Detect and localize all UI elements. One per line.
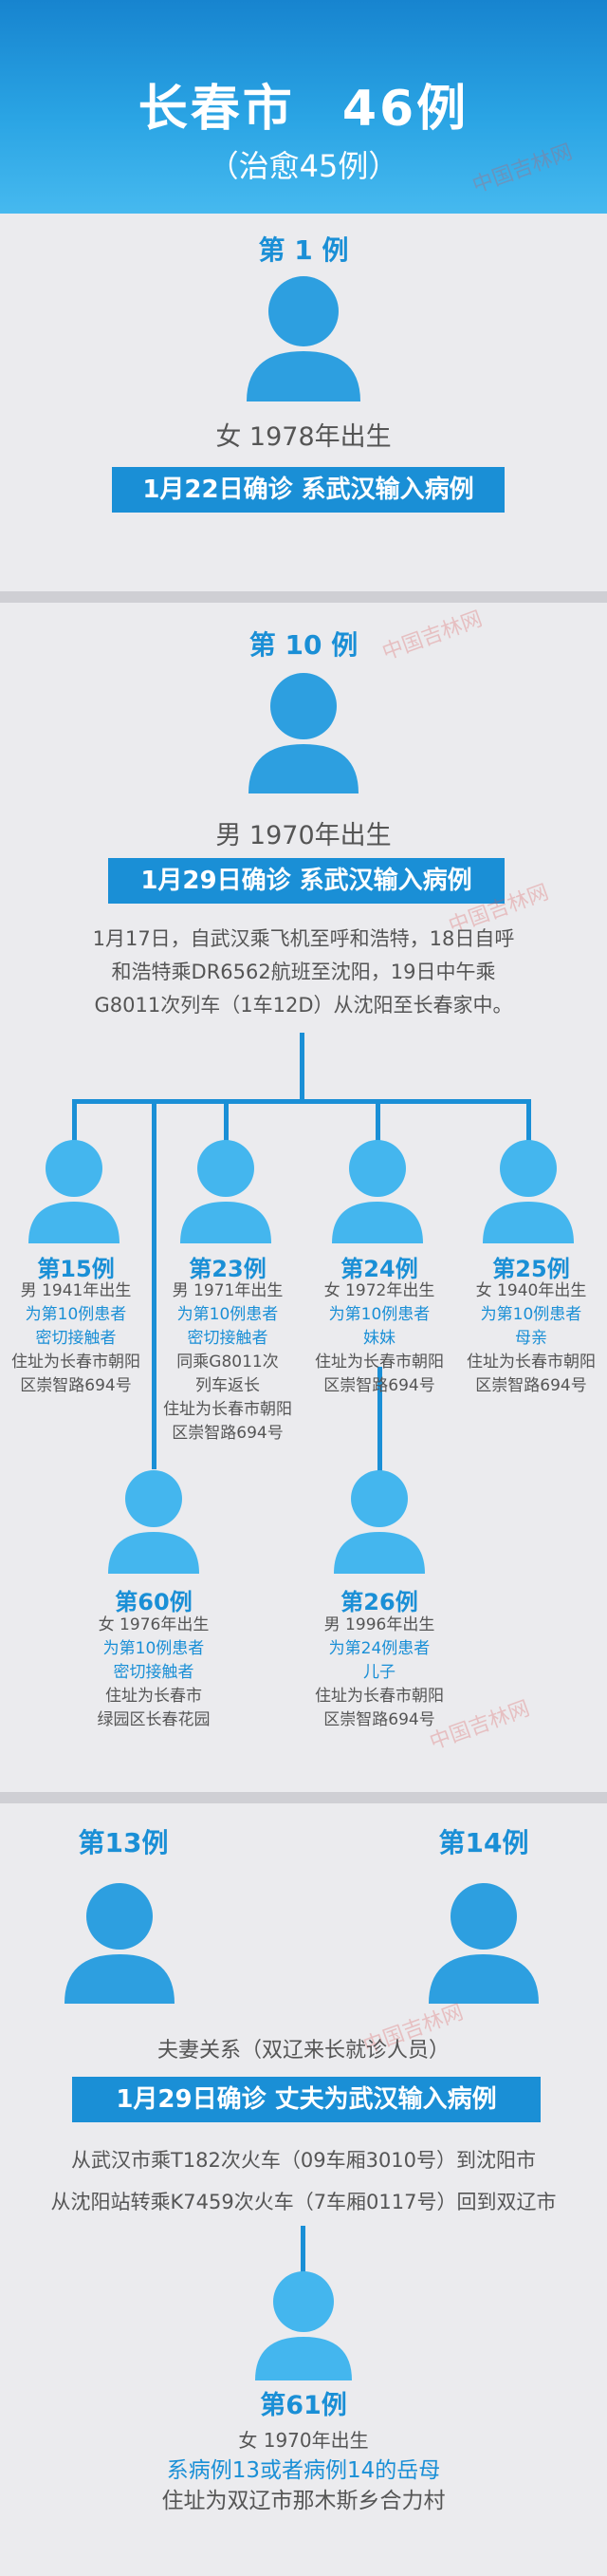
connector-line — [72, 1099, 531, 1104]
contact-line: 为第10例患者 — [25, 1305, 127, 1324]
contact-label: 第24例 — [340, 1256, 418, 1282]
desc-line: 从沈阳站转乘K7459次火车（7车厢0117号）回到双辽市 — [50, 2191, 557, 2213]
contact-line: 区崇智路694号 — [323, 1376, 435, 1395]
case61-line: 住址为双辽市那木斯乡合力村 — [161, 2489, 446, 2513]
contact-label: 第60例 — [115, 1589, 193, 1615]
connector-line — [152, 1099, 156, 1469]
contact-line: 密切接触者 — [187, 1329, 268, 1348]
case1-banner: 1月22日确诊 系武汉输入病例 — [112, 467, 505, 513]
contact-line: 儿子 — [363, 1663, 395, 1682]
case61-label: 第61例 — [260, 2391, 347, 2420]
case-count: 46例 — [341, 81, 469, 138]
person-icon — [332, 1140, 423, 1243]
contact-line: 密切接触者 — [35, 1329, 117, 1348]
contact-line: 为第24例患者 — [328, 1639, 431, 1658]
contact-line: 女 1972年出生 — [323, 1281, 435, 1300]
contact-label: 第15例 — [37, 1256, 115, 1282]
contact-line: 区崇智路694号 — [475, 1376, 587, 1395]
contact-line: 区崇智路694号 — [323, 1710, 435, 1729]
cured-count: （治愈45例） — [208, 148, 399, 184]
header-banner — [0, 0, 607, 214]
contact-line: 为第10例患者 — [328, 1305, 431, 1324]
desc-line: 1月17日，自武汉乘飞机至呼和浩特，18日自呼 — [92, 927, 515, 950]
connector-line — [376, 1099, 380, 1147]
case1-info: 女 1978年出生 — [215, 422, 392, 452]
contact-line: 住址为长春市朝阳 — [11, 1353, 140, 1372]
case1-label: 第 1 例 — [258, 234, 349, 266]
contact-label: 第26例 — [340, 1589, 418, 1615]
desc-line: 和浩特乘DR6562航班至沈阳，19日中午乘 — [111, 961, 496, 983]
person-icon — [108, 1470, 199, 1574]
contact-line: 绿园区长春花园 — [97, 1710, 211, 1729]
contact-line: 妹妹 — [363, 1329, 395, 1348]
couple-description: 从武汉市乘T182次火车（09车厢3010号）到沈阳市 从沈阳站转乘K7459次… — [0, 2139, 607, 2223]
person-icon — [28, 1140, 120, 1243]
connector-line — [224, 1099, 229, 1147]
case10-banner: 1月29日确诊 系武汉输入病例 — [108, 858, 505, 904]
section-divider — [0, 1792, 607, 1803]
case61-line: 系病例13或者病例14的岳母 — [166, 2458, 441, 2483]
contact-line: 母亲 — [515, 1329, 547, 1348]
person-icon — [64, 1883, 175, 2004]
contact-line: 男 1996年出生 — [323, 1615, 435, 1634]
person-icon — [429, 1883, 539, 2004]
person-icon — [334, 1470, 425, 1574]
desc-line: G8011次列车（1车12D）从沈阳至长春家中。 — [94, 994, 513, 1017]
contact-details: 女 1972年出生 为第10例患者 妹妹 住址为长春市朝阳 区崇智路694号 — [304, 1279, 455, 1398]
contact-line: 区崇智路694号 — [20, 1376, 132, 1395]
contact-details: 男 1996年出生 为第24例患者 儿子 住址为长春市朝阳 区崇智路694号 — [299, 1614, 460, 1732]
contact-line: 男 1941年出生 — [20, 1281, 132, 1300]
person-icon — [255, 2271, 352, 2380]
case61-details: 女 1970年出生 系病例13或者病例14的岳母 住址为双辽市那木斯乡合力村 — [0, 2425, 607, 2516]
contact-line: 为第10例患者 — [102, 1639, 205, 1658]
person-icon — [180, 1140, 271, 1243]
contact-label: 第25例 — [492, 1256, 570, 1282]
contact-line: 住址为长春市朝阳 — [163, 1400, 292, 1419]
contact-details: 女 1940年出生 为第10例患者 母亲 住址为长春市朝阳 区崇智路694号 — [455, 1279, 607, 1398]
case10-info: 男 1970年出生 — [215, 821, 392, 850]
couple-relation: 夫妻关系（双辽来长就诊人员） — [156, 2039, 450, 2063]
contact-line: 住址为长春市朝阳 — [315, 1353, 444, 1372]
contact-label: 第23例 — [189, 1256, 267, 1282]
person-icon — [483, 1140, 574, 1243]
contact-line: 男 1971年出生 — [172, 1281, 284, 1300]
contact-line: 住址为长春市朝阳 — [467, 1353, 596, 1372]
connector-line — [301, 2226, 305, 2283]
contact-line: 同乘G8011次 — [176, 1353, 279, 1372]
connector-line — [377, 1367, 382, 1476]
contact-line: 住址为长春市朝阳 — [315, 1687, 444, 1706]
case61-line: 女 1970年出生 — [238, 2429, 369, 2452]
couple-banner: 1月29日确诊 丈夫为武汉输入病例 — [72, 2077, 541, 2122]
contact-line: 为第10例患者 — [480, 1305, 582, 1324]
desc-line: 从武汉市乘T182次火车（09车厢3010号）到沈阳市 — [70, 2149, 537, 2172]
contact-line: 女 1940年出生 — [475, 1281, 587, 1300]
case10-description: 1月17日，自武汉乘飞机至呼和浩特，18日自呼 和浩特乘DR6562航班至沈阳，… — [0, 923, 607, 1022]
contact-line: 区崇智路694号 — [172, 1424, 284, 1443]
contact-details: 男 1971年出生 为第10例患者 密切接触者 同乘G8011次 列车返长 住址… — [156, 1279, 299, 1446]
header-title: 长春市 46例 — [0, 68, 607, 140]
person-icon — [247, 276, 360, 401]
contact-line: 住址为长春市 — [105, 1687, 202, 1706]
contact-line: 密切接触者 — [113, 1663, 194, 1682]
city-name: 长春市 — [138, 81, 295, 138]
connector-line — [72, 1099, 77, 1147]
connector-line — [526, 1099, 531, 1147]
contact-details: 男 1941年出生 为第10例患者 密切接触者 住址为长春市朝阳 区崇智路694… — [0, 1279, 152, 1398]
connector-line — [300, 1033, 304, 1099]
contact-line: 列车返长 — [195, 1376, 260, 1395]
case14-label: 第14例 — [438, 1827, 529, 1858]
person-icon — [248, 673, 359, 793]
section-divider — [0, 591, 607, 603]
contact-line: 为第10例患者 — [176, 1305, 279, 1324]
case10-label: 第 10 例 — [248, 629, 359, 661]
case13-label: 第13例 — [78, 1827, 169, 1858]
contact-details: 女 1976年出生 为第10例患者 密切接触者 住址为长春市 绿园区长春花园 — [68, 1614, 239, 1732]
contact-line: 女 1976年出生 — [98, 1615, 210, 1634]
